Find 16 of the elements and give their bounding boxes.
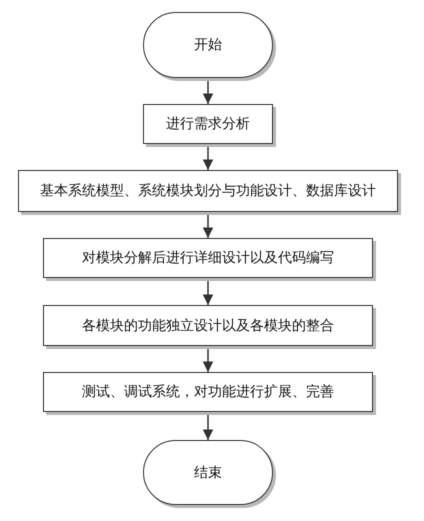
node-label: 开始: [194, 36, 222, 54]
node-label: 测试、调试系统，对功能进行扩展、完善: [82, 383, 334, 401]
arrow: [202, 278, 214, 305]
node-label: 结束: [194, 464, 222, 482]
node-label: 各模块的功能独立设计以及各模块的整合: [82, 316, 334, 334]
process-box: [43, 305, 373, 346]
process-box: [18, 170, 398, 212]
node-label: 对模块分解后进行详细设计以及代码编写: [82, 249, 334, 267]
node-label: 进行需求分析: [166, 115, 250, 133]
terminal-shape: [143, 440, 273, 505]
process-box: [43, 372, 373, 412]
arrow: [202, 412, 214, 440]
terminal-shape: [143, 12, 273, 78]
process-box: [43, 238, 373, 278]
node-label: 基本系统模型、系统模块划分与功能设计、数据库设计: [40, 182, 376, 200]
process-box: [143, 104, 273, 144]
